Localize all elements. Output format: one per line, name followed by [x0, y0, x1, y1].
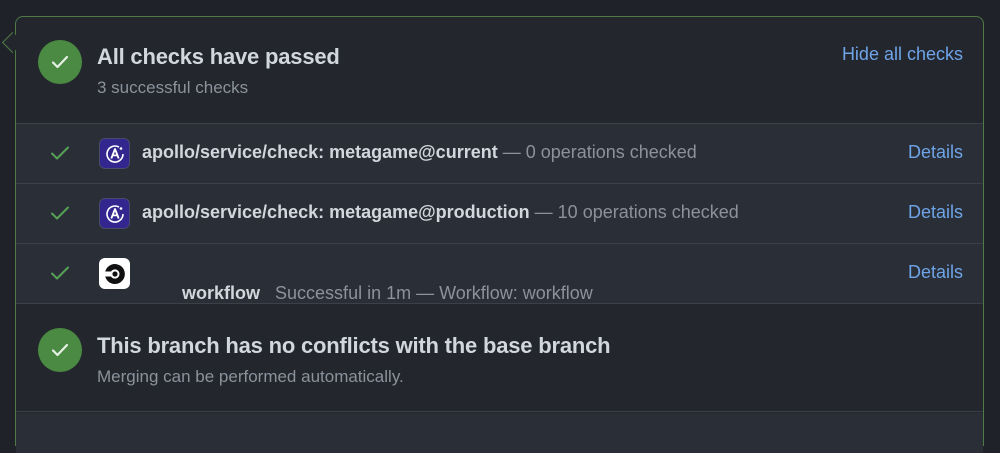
checks-list: apollo/service/check: metagame@current —… [16, 123, 983, 304]
check-description: Successful in 1m — Workflow: workflow [260, 283, 593, 303]
details-link[interactable]: Details [907, 262, 963, 282]
check-name: workflow [182, 283, 261, 303]
check-name: apollo/service/check: metagame@productio… [142, 202, 530, 222]
next-section [16, 413, 983, 453]
check-circle-icon [38, 40, 82, 84]
check-row: apollo/service/check: metagame@productio… [16, 184, 983, 244]
apollo-icon [99, 198, 130, 229]
check-description: — 0 operations checked [497, 142, 697, 162]
checks-summary-subtitle: 3 successful checks [97, 78, 249, 97]
merge-status-subtitle: Merging can be performed automatically. [97, 367, 404, 386]
check-description: — 10 operations checked [529, 202, 739, 222]
apollo-icon [99, 138, 130, 169]
check-icon [51, 266, 69, 280]
checks-summary: All checks have passed 3 successful chec… [16, 17, 983, 123]
details-link[interactable]: Details [907, 142, 963, 162]
check-icon [51, 146, 69, 160]
hide-all-checks-link[interactable]: Hide all checks [841, 44, 963, 64]
check-row: apollo/service/check: metagame@current —… [16, 124, 983, 184]
merge-status-panel: All checks have passed 3 successful chec… [15, 16, 984, 453]
merge-conflict-status: This branch has no conflicts with the ba… [16, 306, 983, 412]
circleci-icon [99, 258, 130, 289]
checks-summary-title: All checks have passed [97, 44, 340, 69]
details-link[interactable]: Details [907, 202, 963, 222]
check-icon [51, 206, 69, 220]
merge-status-title: This branch has no conflicts with the ba… [97, 333, 611, 358]
check-row: workflow Successful in 1m — Workflow: wo… [16, 244, 983, 304]
check-name: apollo/service/check: metagame@current [142, 142, 498, 162]
check-circle-icon [38, 328, 82, 372]
